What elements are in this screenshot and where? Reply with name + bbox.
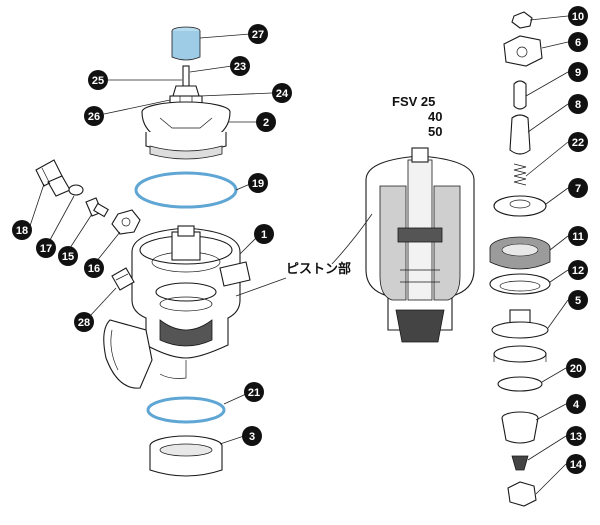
part-10-small-nut bbox=[511, 11, 533, 29]
part-19-oring bbox=[134, 171, 238, 209]
part-12-ring bbox=[489, 273, 551, 295]
callout-17: 17 bbox=[36, 238, 56, 258]
part-20-washer bbox=[497, 376, 543, 392]
svg-text:4: 4 bbox=[573, 399, 580, 411]
callout-4: 4 bbox=[566, 394, 586, 414]
callout-20: 20 bbox=[566, 358, 586, 378]
svg-text:20: 20 bbox=[570, 363, 582, 375]
svg-text:3: 3 bbox=[249, 431, 255, 443]
part-16-nut bbox=[111, 209, 141, 235]
callout-24: 24 bbox=[272, 83, 292, 103]
callout-13: 13 bbox=[566, 426, 586, 446]
part-5-piston bbox=[491, 309, 549, 363]
svg-text:22: 22 bbox=[572, 137, 584, 149]
part-28-plug bbox=[111, 267, 135, 291]
callout-22: 22 bbox=[568, 132, 588, 152]
part-17-washer bbox=[68, 184, 84, 196]
part-14-nut bbox=[507, 481, 537, 507]
callout-1: 1 bbox=[254, 224, 274, 244]
part-3-bottom-cap bbox=[149, 435, 223, 477]
part-11-seal-ring bbox=[489, 236, 551, 270]
callout-6: 6 bbox=[568, 32, 588, 52]
callout-15: 15 bbox=[58, 246, 78, 266]
callout-21: 21 bbox=[244, 382, 264, 402]
svg-text:24: 24 bbox=[276, 88, 289, 100]
callout-9: 9 bbox=[568, 62, 588, 82]
callout-8: 8 bbox=[568, 94, 588, 114]
svg-text:16: 16 bbox=[88, 263, 100, 275]
part-1-body bbox=[103, 225, 251, 389]
callout-3: 3 bbox=[242, 426, 262, 446]
part-21-oring bbox=[146, 396, 226, 424]
part-7-washer bbox=[493, 195, 547, 217]
callout-2: 2 bbox=[256, 112, 276, 132]
callout-11: 11 bbox=[568, 226, 588, 246]
model-title-line3: 50 bbox=[428, 124, 442, 139]
part-2-bonnet bbox=[141, 101, 231, 160]
callout-25: 25 bbox=[88, 70, 108, 90]
callout-19: 19 bbox=[248, 173, 268, 193]
part-8-plug bbox=[509, 114, 531, 155]
svg-text:12: 12 bbox=[572, 265, 584, 277]
svg-text:25: 25 bbox=[92, 75, 104, 87]
part-4-seat bbox=[501, 411, 539, 444]
svg-text:15: 15 bbox=[62, 251, 74, 263]
svg-text:19: 19 bbox=[252, 178, 264, 190]
svg-text:17: 17 bbox=[40, 243, 52, 255]
svg-text:11: 11 bbox=[572, 231, 584, 243]
model-title-line2: 40 bbox=[428, 109, 442, 124]
callout-18: 18 bbox=[12, 220, 32, 240]
leader-lines bbox=[29, 15, 569, 495]
svg-text:21: 21 bbox=[248, 387, 260, 399]
callout-23: 23 bbox=[230, 56, 250, 76]
part-22-spring bbox=[513, 163, 527, 186]
svg-text:6: 6 bbox=[575, 37, 581, 49]
part-15-bolt bbox=[85, 197, 109, 218]
svg-text:23: 23 bbox=[234, 61, 246, 73]
part-13-disc bbox=[511, 455, 529, 471]
svg-text:1: 1 bbox=[261, 229, 267, 241]
model-title-line1: FSV 25 bbox=[392, 94, 435, 109]
svg-text:10: 10 bbox=[572, 11, 584, 23]
svg-text:13: 13 bbox=[570, 431, 582, 443]
callout-12: 12 bbox=[568, 260, 588, 280]
callout-7: 7 bbox=[568, 178, 588, 198]
callout-14: 14 bbox=[566, 454, 586, 474]
svg-text:14: 14 bbox=[570, 459, 583, 471]
callout-27: 27 bbox=[248, 24, 268, 44]
part-18-fitting bbox=[35, 159, 71, 197]
callout-28: 28 bbox=[74, 312, 94, 332]
piston-label: ピストン部 bbox=[286, 261, 351, 276]
svg-text:18: 18 bbox=[16, 225, 28, 237]
svg-text:27: 27 bbox=[252, 29, 264, 41]
svg-text:26: 26 bbox=[88, 111, 100, 123]
callout-10: 10 bbox=[568, 6, 588, 26]
part-6-hex-nut bbox=[503, 35, 543, 67]
svg-text:28: 28 bbox=[78, 317, 90, 329]
svg-text:8: 8 bbox=[575, 99, 581, 111]
part-9-pin bbox=[513, 80, 527, 110]
piston-section bbox=[365, 147, 475, 343]
svg-text:2: 2 bbox=[263, 117, 269, 129]
svg-text:5: 5 bbox=[575, 295, 581, 307]
callout-16: 16 bbox=[84, 258, 104, 278]
svg-text:7: 7 bbox=[575, 183, 581, 195]
callout-26: 26 bbox=[84, 106, 104, 126]
callout-5: 5 bbox=[568, 290, 588, 310]
svg-text:9: 9 bbox=[575, 67, 581, 79]
part-27-cap bbox=[171, 26, 201, 61]
